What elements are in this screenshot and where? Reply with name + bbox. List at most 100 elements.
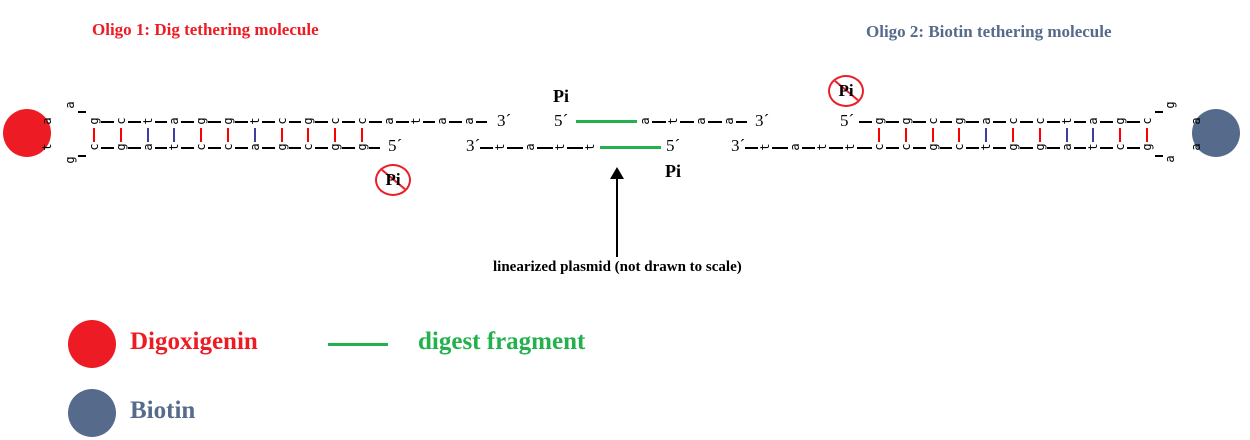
bond-dash	[1020, 121, 1033, 123]
nucleotide: c	[274, 117, 289, 125]
nucleotide: a	[1086, 117, 1101, 125]
bond-dash	[288, 147, 302, 149]
bond-dash	[537, 147, 553, 149]
nucleotide: g	[1113, 117, 1128, 125]
bond-dash	[886, 147, 899, 149]
plasmid-top-5prime: 5´	[554, 111, 569, 130]
bond-dash	[1073, 121, 1087, 123]
bond-dash	[1073, 147, 1087, 149]
nucleotide: a	[788, 143, 802, 151]
nucleotide: a	[979, 117, 994, 125]
nucleotide: a	[140, 143, 155, 151]
nucleotide: t	[553, 143, 567, 151]
bond-dash	[993, 147, 1006, 149]
bond-dash	[235, 147, 248, 149]
bond-dash	[886, 121, 899, 123]
nucleotide: a	[638, 117, 652, 125]
nucleotide: c	[355, 117, 369, 125]
nucleotide: c	[872, 143, 886, 151]
bond-dash	[652, 121, 666, 123]
nucleotide: a	[1059, 143, 1074, 151]
bond-dash	[127, 121, 141, 123]
bond-dash	[342, 147, 355, 149]
nucleotide: g	[63, 156, 77, 164]
bond-dash	[1100, 147, 1114, 149]
bond-dash	[369, 121, 382, 123]
bond-dash	[1100, 121, 1114, 123]
oligo1-bottom-5prime: 5´	[388, 136, 403, 155]
nucleotide: a	[40, 117, 54, 125]
bond-dash	[912, 147, 926, 149]
nucleotide: g	[872, 117, 886, 125]
at-base-pair	[253, 128, 256, 142]
oligo2-bottom-3prime: 3´	[731, 136, 746, 155]
bond-dash	[181, 121, 195, 123]
gc-base-pair	[361, 128, 363, 142]
bond-dash	[315, 147, 329, 149]
nucleotide: a	[694, 117, 708, 125]
nucleotide: a	[247, 143, 262, 151]
nucleotide: g	[1006, 143, 1020, 151]
bond-dash	[912, 121, 926, 123]
bond-dash	[261, 121, 275, 123]
bond-dash	[772, 147, 788, 149]
nucleotide: c	[1032, 117, 1047, 125]
nucleotide: g	[952, 117, 967, 125]
bond-dash	[342, 121, 355, 123]
gc-base-pair	[307, 128, 310, 142]
nucleotide: c	[87, 143, 101, 151]
bond-dash	[476, 121, 488, 123]
nucleotide: t	[815, 143, 829, 151]
digoxigenin-marker	[3, 109, 51, 157]
nucleotide: t	[167, 143, 182, 151]
nucleotide: t	[758, 143, 772, 151]
nucleotide: c	[113, 117, 128, 125]
nucleotide: a	[63, 101, 77, 109]
bond-dash	[395, 121, 409, 123]
nucleotide: g	[113, 143, 128, 151]
bond-dash	[857, 147, 872, 149]
nucleotide: t	[40, 143, 54, 151]
nucleotide: t	[979, 143, 994, 151]
bond-dash	[208, 147, 221, 149]
bond-dash	[154, 147, 168, 149]
plasmid-bottom-3prime: 3´	[466, 136, 481, 155]
nucleotide: t	[666, 117, 680, 125]
nucleotide: a	[722, 117, 736, 125]
bond-dash	[1155, 111, 1163, 113]
nucleotide: a	[462, 117, 477, 125]
bond-dash	[480, 147, 493, 149]
biotin-marker	[1192, 109, 1240, 157]
bond-dash	[802, 147, 815, 149]
bond-dash	[78, 155, 86, 157]
bond-dash	[449, 121, 463, 123]
plasmid-top-phosphate: Pi	[553, 86, 569, 106]
nucleotide: g	[1032, 143, 1047, 151]
bond-dash	[369, 147, 380, 149]
nucleotide: g	[87, 117, 101, 125]
bond-dash	[745, 147, 758, 149]
at-base-pair	[173, 128, 176, 142]
nucleotide: g	[301, 117, 316, 125]
bond-dash	[101, 121, 114, 123]
bond-dash	[829, 147, 843, 149]
legend-biotin-label: Biotin	[130, 397, 196, 424]
nucleotide: a	[1189, 117, 1203, 125]
bond-dash	[288, 121, 302, 123]
no-phosphate-oligo1: Pi	[375, 164, 411, 196]
nucleotide: g	[194, 117, 209, 125]
bond-dash	[567, 147, 583, 149]
legend-biotin-swatch	[68, 389, 116, 437]
gc-base-pair	[958, 128, 961, 142]
gc-base-pair	[227, 128, 229, 142]
bond-dash	[422, 121, 436, 123]
legend-digest-swatch	[328, 343, 388, 346]
bond-dash	[235, 121, 248, 123]
nucleotide: t	[408, 117, 423, 125]
bond-dash	[859, 121, 872, 123]
bond-dash	[939, 121, 953, 123]
nucleotide: c	[1113, 143, 1128, 151]
bond-dash	[1046, 147, 1060, 149]
nucleotide: g	[274, 143, 289, 151]
legend-digest-label: digest fragment	[418, 328, 586, 355]
